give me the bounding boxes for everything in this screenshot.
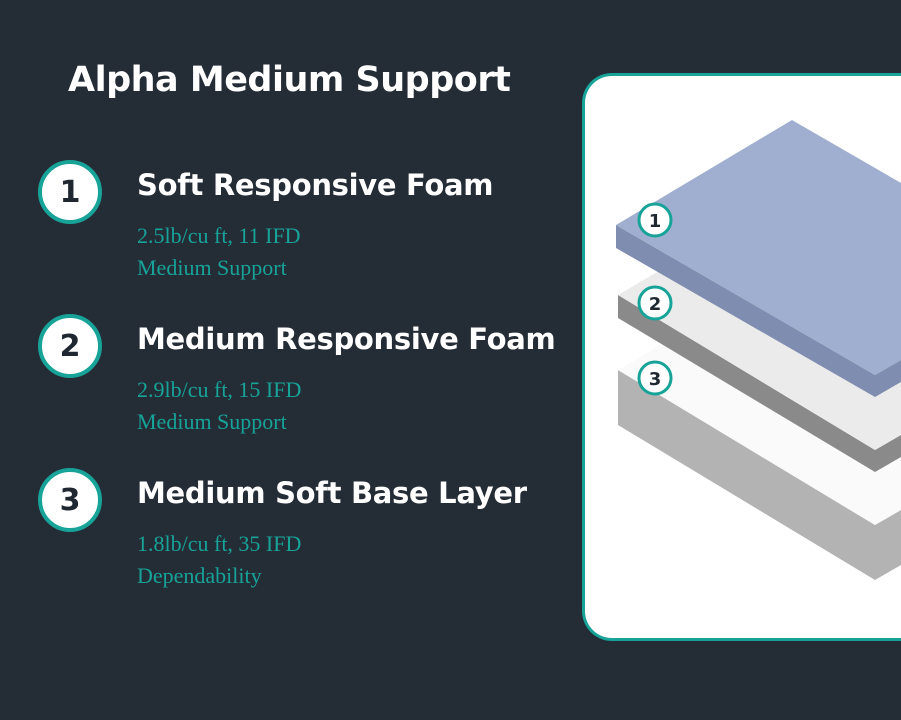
layer-specs: 1.8lb/cu ft, 35 IFD Dependability [137, 528, 301, 592]
layer-density: 1.8lb/cu ft, 35 IFD [137, 531, 302, 556]
svg-text:1: 1 [649, 211, 662, 232]
mattress-diagram-panel: 1 2 3 [582, 73, 901, 641]
layer-support: Medium Support [137, 255, 287, 280]
layer-name: Medium Responsive Foam [137, 322, 556, 356]
diagram-badge-1: 1 [637, 202, 673, 238]
layer-density: 2.9lb/cu ft, 15 IFD [137, 377, 302, 402]
mattress-layers-illustration: 1 2 3 [616, 120, 901, 580]
layer-density: 2.5lb/cu ft, 11 IFD [137, 223, 301, 248]
layer-specs: 2.5lb/cu ft, 11 IFD Medium Support [137, 220, 301, 284]
layer-support: Medium Support [137, 409, 287, 434]
diagram-badge-3: 3 [637, 360, 673, 396]
layer-specs: 2.9lb/cu ft, 15 IFD Medium Support [137, 374, 301, 438]
svg-text:3: 3 [649, 369, 662, 390]
layer-number-badge: 3 [38, 468, 102, 532]
diagram-badge-2: 2 [637, 285, 673, 321]
svg-text:2: 2 [649, 294, 662, 315]
layer-number-badge: 1 [38, 160, 102, 224]
layer-number-badge: 2 [38, 314, 102, 378]
layer-name: Medium Soft Base Layer [137, 476, 527, 510]
page-title: Alpha Medium Support [68, 60, 511, 100]
layer-1-shape [616, 120, 901, 397]
layer-name: Soft Responsive Foam [137, 168, 494, 202]
layer-support: Dependability [137, 563, 262, 588]
